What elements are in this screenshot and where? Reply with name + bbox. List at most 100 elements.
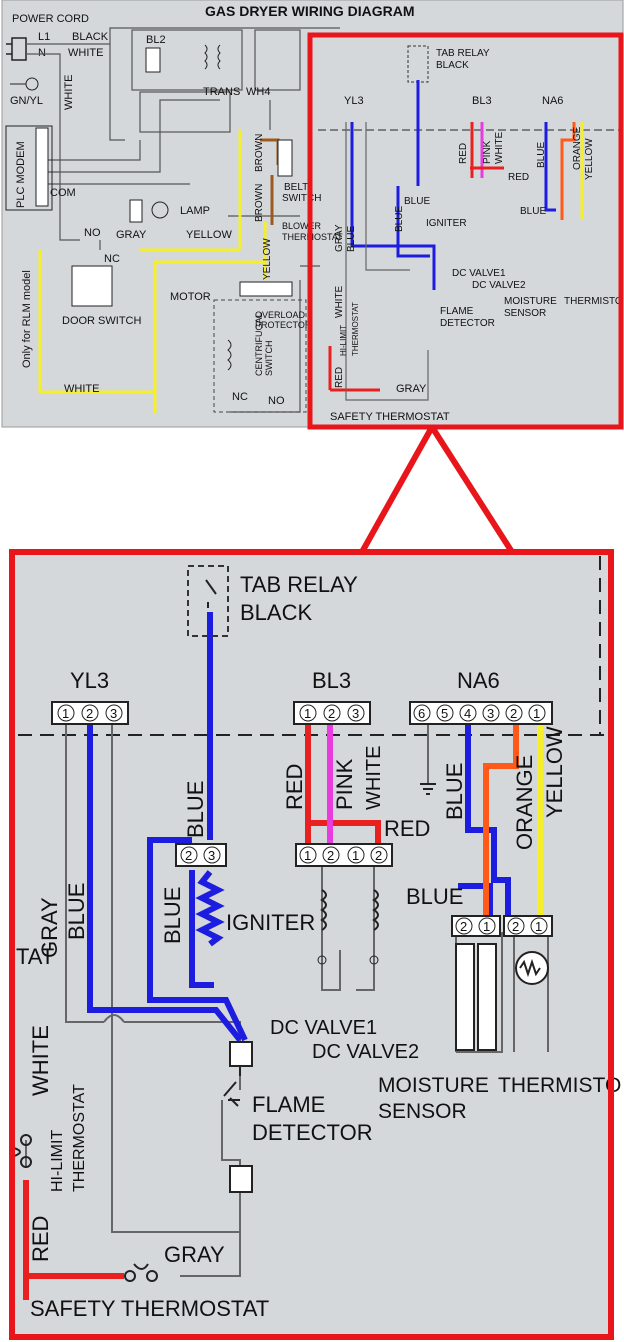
na6-pin-6: 6	[418, 706, 425, 721]
igniter-coil-icon	[195, 870, 225, 947]
yl3-pin-1: 1	[62, 706, 69, 721]
blue-yl3-label: BLUE	[64, 883, 89, 940]
moisture-overview-label: MOISTURE	[504, 296, 557, 307]
rlm-note: Only for RLM model	[21, 270, 33, 368]
bl3-pin-1: 1	[304, 706, 311, 721]
na6-label: NA6	[457, 668, 500, 693]
moisture-label: MOISTURE	[378, 1074, 489, 1097]
dc-valve1-overview-label: DC VALVE1	[452, 268, 506, 279]
bl3-connector: 1 2 3	[293, 701, 371, 725]
black-label-zoom: BLACK	[240, 600, 312, 625]
belt-switch-label: SWITCH	[282, 193, 321, 204]
moisture-sensor-bar-1	[455, 943, 475, 1051]
black-label: BLACK	[72, 31, 109, 43]
highlight-box	[307, 32, 624, 430]
dc-valve2-label: DC VALVE2	[312, 1041, 419, 1063]
na6-pin-5: 5	[441, 706, 448, 721]
zoom-frame	[9, 549, 614, 1340]
door-switch-box	[71, 265, 113, 307]
dc-valve2-overview-label: DC VALVE2	[472, 280, 526, 291]
yl3-label: YL3	[70, 668, 109, 693]
igniter-connector: 2 3	[175, 843, 227, 867]
safety-thermostat-label: SAFETY THERMOSTAT	[30, 1296, 269, 1321]
orange-label: ORANGE	[512, 755, 537, 850]
blower-label: BLOWER	[282, 221, 322, 231]
bl3-pin-2: 2	[328, 706, 335, 721]
plc-modem-label: PLC MODEM	[15, 141, 27, 208]
sensor-overview-label: SENSOR	[504, 308, 546, 319]
valve-pin-1a: 1	[304, 848, 311, 863]
yellow-vertical-label: YELLOW	[262, 238, 273, 280]
centrifugal-switch-label: SWITCH	[264, 341, 274, 377]
tab-relay-label: TAB RELAY	[240, 572, 358, 597]
white-zoom-label: WHITE	[28, 1025, 53, 1096]
red-h-label: RED	[384, 816, 430, 841]
yellow-label-zoom: YELLOW	[542, 726, 567, 818]
thermisto-overview-label: THERMISTO	[564, 296, 623, 307]
yellow-label: YELLOW	[186, 229, 232, 241]
red-bl3-label: RED	[282, 764, 307, 810]
valve-connector: 1 2 1 2	[295, 843, 393, 867]
yl3-connector: 1 2 3	[51, 701, 129, 725]
detector-overview-label: DETECTOR	[440, 318, 495, 329]
valve-pin-1b: 1	[352, 848, 359, 863]
flame-detector-switch-icon	[223, 1066, 241, 1107]
sensor-pin-1b: 1	[535, 919, 542, 934]
bl2-label: BL2	[146, 34, 166, 46]
white-vertical-label: WHITE	[63, 75, 75, 110]
white-bl3-label: WHITE	[363, 746, 385, 810]
blue-overview-v-label: BLUE	[346, 226, 357, 252]
flame-label: FLAME	[252, 1092, 325, 1117]
valve-pin-2b: 2	[375, 848, 382, 863]
thermistor-icon	[515, 951, 549, 985]
blue-na6-overview-label: BLUE	[536, 142, 547, 168]
zoom-diagram: TAB RELAY BLACK YL3 BL3 NA6 1 2 3 1 2 3	[12, 550, 621, 1338]
ground-symbol-zoom	[420, 783, 436, 795]
white-overview-label: WHITE	[494, 131, 505, 164]
plc-modem-box	[5, 125, 53, 211]
red-overview-label: RED	[458, 143, 469, 164]
valve1-terminal-icon	[317, 955, 327, 965]
moisture-sensor-bar-2	[477, 943, 497, 1051]
thermostat-overview-v-label: THERMOSTAT	[351, 302, 360, 356]
bl3-pin-3: 3	[352, 706, 359, 721]
na6-connector: 6 5 4 3 2 1	[409, 701, 553, 725]
hi-limit-thermostat-icon	[13, 1134, 32, 1168]
red-v-overview-label: RED	[334, 367, 345, 388]
motor-connector	[239, 281, 293, 297]
igniter-pin-2: 2	[185, 848, 192, 863]
white-label: WHITE	[68, 47, 103, 59]
nc-label: NC	[104, 253, 120, 265]
orange-overview-label: ORANGE	[572, 126, 583, 170]
gray-label-zoom: GRAY	[37, 897, 62, 958]
white-v2-overview-label: WHITE	[334, 285, 345, 318]
nc2-label: NC	[232, 391, 248, 403]
blue-igniter-label: BLUE	[160, 887, 185, 944]
motor-winding-icon	[227, 339, 232, 371]
red-h-overview-label: RED	[508, 172, 529, 183]
valve2-terminal-icon	[369, 955, 379, 965]
na6-pin-1: 1	[533, 706, 540, 721]
bl3-overview-label: BL3	[472, 95, 492, 107]
n-label: N	[38, 47, 46, 59]
diagram-title: GAS DRYER WIRING DIAGRAM	[205, 3, 414, 19]
plug-icon	[6, 37, 27, 61]
safety-thermostat-overview-label: SAFETY THERMOSTAT	[330, 411, 450, 423]
protector-label: PROTECTOR	[255, 320, 312, 330]
overview-right-wires	[328, 80, 584, 392]
centrifugal-label: CENTRIFUGAL	[254, 312, 264, 376]
yellow-na6-overview-label: YELLOW	[584, 138, 595, 180]
blue-igniter-overview-label: BLUE	[394, 206, 405, 232]
brown-label-2: BROWN	[254, 184, 265, 222]
plc-terminal-strip	[35, 127, 49, 207]
blue-overview-label: BLUE	[404, 196, 430, 207]
na6-pin-2: 2	[510, 706, 517, 721]
white-bottom-label: WHITE	[64, 383, 99, 395]
gray-label: GRAY	[116, 229, 147, 241]
gray-bottom-label: GRAY	[164, 1242, 225, 1267]
igniter-pin-3: 3	[208, 848, 215, 863]
gray-h-overview-label: GRAY	[396, 383, 427, 395]
callout-connector	[359, 425, 515, 554]
no2-label: NO	[268, 395, 285, 407]
overview-gray-wires	[345, 122, 429, 401]
